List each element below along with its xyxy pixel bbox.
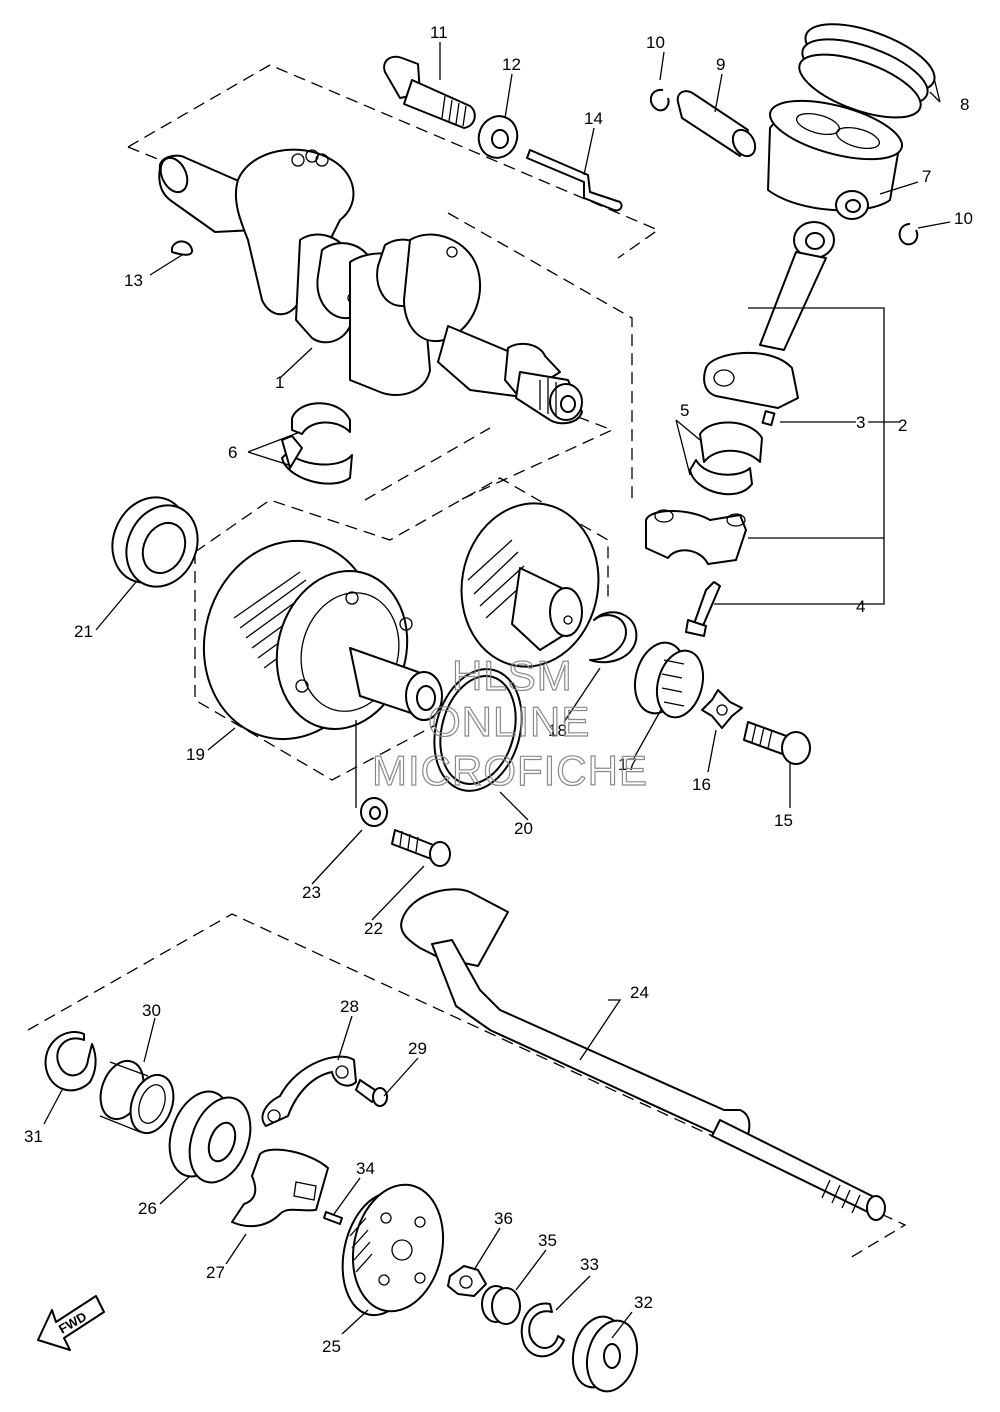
callout-12: 12: [502, 55, 521, 74]
callout-31: 31: [24, 1127, 43, 1146]
piston-rings-8-part[interactable]: [792, 10, 943, 130]
callout-3: 3: [856, 413, 865, 432]
washer-12-part[interactable]: [473, 111, 523, 163]
rod-cap-part[interactable]: [645, 509, 747, 565]
callout-29: 29: [408, 1039, 427, 1058]
callout-20: 20: [514, 819, 533, 838]
callout-8: 8: [960, 95, 969, 114]
key-13-part[interactable]: [171, 240, 194, 256]
callout-21: 21: [74, 622, 93, 641]
callout-36: 36: [494, 1209, 513, 1228]
bracket-28-part[interactable]: [261, 1055, 357, 1127]
callout-27: 27: [206, 1263, 225, 1282]
washer-16-part[interactable]: [701, 689, 743, 729]
callout-4: 4: [856, 597, 865, 616]
watermark-line-1: HLSM: [452, 652, 573, 699]
callout-2: 2: [898, 416, 907, 435]
callout-7: 7: [922, 167, 931, 186]
o-ring-20-part[interactable]: [421, 659, 534, 801]
watermark-line-3: MICROFICHE: [372, 747, 648, 794]
dowel-3-part[interactable]: [761, 410, 776, 427]
callout-10-top: 10: [646, 33, 665, 52]
fwd-arrow-icon: FWD: [37, 1295, 105, 1351]
circlip-33-part[interactable]: [520, 1302, 565, 1358]
crankshaft-part[interactable]: [156, 148, 583, 425]
callout-13: 13: [124, 271, 143, 290]
gear-right-part[interactable]: [449, 492, 611, 677]
callout-11: 11: [430, 23, 448, 42]
callout-18: 18: [548, 721, 567, 740]
washer-23-part[interactable]: [360, 797, 388, 827]
callout-33: 33: [580, 1255, 599, 1274]
bearing-6-part[interactable]: [281, 402, 353, 485]
callout-32: 32: [634, 1293, 653, 1312]
circlip-10-part[interactable]: [649, 88, 919, 246]
bolt-15-part[interactable]: [743, 721, 811, 765]
snap-ring-18-part[interactable]: [589, 611, 638, 664]
callout-30: 30: [142, 1001, 161, 1020]
callout-16: 16: [692, 775, 711, 794]
callout-24: 24: [630, 983, 649, 1002]
circlip-31-part[interactable]: [44, 1031, 97, 1092]
callout-17: 17: [618, 755, 637, 774]
needle-bearing-30-part[interactable]: [93, 1055, 181, 1139]
callout-34: 34: [356, 1159, 375, 1178]
callout-19: 19: [186, 745, 205, 764]
callout-23: 23: [302, 883, 321, 902]
bolt-4-part[interactable]: [685, 581, 721, 637]
callout-14: 14: [584, 109, 603, 128]
callout-labels: 1 2 3 4 5 6 7 8 9 10 10 11 12 13 14 15 1…: [24, 23, 973, 1356]
callout-26: 26: [138, 1199, 157, 1218]
pin-34-part[interactable]: [323, 1211, 343, 1225]
callout-35: 35: [538, 1231, 557, 1250]
needle-bearing-17-part[interactable]: [628, 637, 711, 723]
bearing-5-part[interactable]: [689, 421, 763, 496]
callout-25: 25: [322, 1337, 341, 1356]
gear-assembly-19-part[interactable]: [182, 521, 443, 758]
callout-22: 22: [364, 919, 383, 938]
callout-5: 5: [680, 401, 689, 420]
bearing-32-part[interactable]: [566, 1311, 645, 1397]
bolt-22-part[interactable]: [391, 829, 451, 867]
bearing-26-part[interactable]: [159, 1083, 262, 1191]
shaft-24-part[interactable]: [400, 888, 886, 1221]
screw-29-part[interactable]: [355, 1079, 388, 1107]
gear-25-part[interactable]: [332, 1176, 454, 1322]
collar-35-part[interactable]: [481, 1285, 521, 1325]
washer-36-part[interactable]: [447, 1265, 487, 1297]
callout-28: 28: [340, 997, 359, 1016]
callout-1: 1: [275, 373, 284, 392]
bolt-11-part[interactable]: [383, 55, 476, 129]
assembly-outline: [27, 64, 907, 1259]
callout-6: 6: [228, 443, 237, 462]
weight-27-part[interactable]: [231, 1148, 329, 1228]
connecting-rod-2-part[interactable]: [703, 221, 835, 409]
callout-9: 9: [716, 55, 725, 74]
watermark-line-2: ONLINE: [428, 698, 590, 745]
pin-14-part[interactable]: [526, 149, 623, 212]
piston-7-part[interactable]: [764, 89, 908, 220]
callout-15: 15: [774, 811, 793, 830]
leader-lines: [43, 42, 951, 1339]
watermark: HLSM ONLINE MICROFICHE: [371, 651, 648, 794]
callout-10-right: 10: [954, 209, 973, 228]
bearing-21-part[interactable]: [99, 485, 211, 599]
piston-pin-9-part[interactable]: [676, 90, 760, 160]
